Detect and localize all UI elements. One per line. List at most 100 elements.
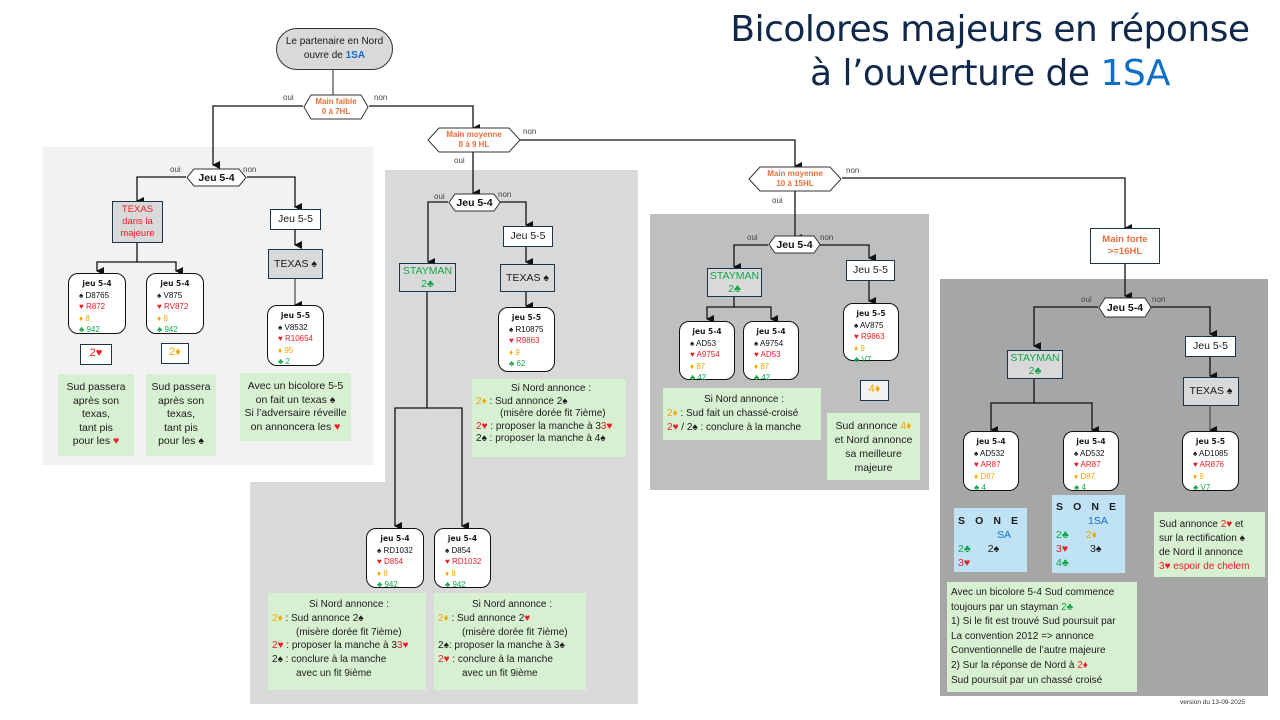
hand-clubs: ♣ V7 — [1183, 482, 1238, 494]
note-line: sur la rectification ♠ — [1159, 532, 1265, 546]
note-text: pour les — [158, 435, 199, 448]
decision-jeu54-label: Jeu 5-4 — [776, 238, 813, 251]
hand-clubs: ♣ 42 — [744, 372, 798, 384]
bid-2-diamonds: 2♦ — [1077, 659, 1088, 671]
diamonds-cards: 8 — [85, 313, 90, 323]
hearts-cards: AR87 — [980, 460, 1001, 469]
hand-title: jeu 5-5 — [280, 311, 311, 320]
note-line: texas, — [81, 408, 110, 421]
club-icon: ♣ — [445, 580, 451, 589]
note-text: : conclure à la manche — [282, 654, 387, 666]
diamonds-cards: 8 — [163, 313, 168, 323]
hand-diamonds: ♦ 8 — [69, 313, 125, 325]
heart-icon: ♥ — [963, 557, 971, 569]
note-line: avec un fit 9ième — [462, 667, 538, 679]
decision-medium2-line-1: Main moyenne — [767, 169, 823, 178]
note-text: / 2 — [678, 422, 693, 433]
hand-hearts: ♥ R872 — [69, 301, 125, 313]
hand-card: jeu 5-4 ♠ V875 ♥ RV872 ♦ 8 ♣ 942 — [146, 273, 204, 334]
version-label: version du 13-09-2025 — [1180, 699, 1246, 706]
heart-icon: ♥ — [334, 420, 341, 433]
diamonds-cards: 87 — [696, 361, 706, 371]
spade-icon: ♠ — [854, 320, 859, 330]
spade-icon: ♠ — [974, 448, 979, 458]
note-line: tant pis — [164, 421, 198, 434]
spade-icon: ♠ — [1226, 385, 1233, 397]
bid-2-diamonds: 2♦ — [667, 408, 678, 419]
heart-icon: ♥ — [974, 460, 979, 469]
hand-hearts: ♥ RD1032 — [435, 556, 490, 568]
label-yes: oui — [454, 156, 465, 165]
club-icon: ♣ — [79, 325, 85, 334]
decision-jeu-54-medium1: Jeu 5-4 — [448, 193, 501, 212]
spades-cards: AV875 — [860, 320, 884, 330]
hand-spades: ♠ A9754 — [744, 338, 798, 350]
title-line-1: Bicolores majeurs en réponse — [730, 9, 1250, 50]
diamond-icon: ♦ — [278, 345, 283, 355]
strong-line-1: Main forte — [1102, 234, 1148, 245]
bid-level: 4 — [1056, 557, 1062, 569]
heart-icon: ♥ — [524, 612, 531, 624]
stayman-label: STAYMAN — [402, 264, 453, 277]
spades-cards: AD532 — [1080, 448, 1105, 458]
bid-2-hearts: 2♥ — [272, 640, 284, 652]
bid-4-diamonds: 4♦ — [900, 419, 912, 432]
heart-icon: ♥ — [278, 334, 283, 343]
stayman-bid: 2♣ — [1029, 365, 1042, 378]
hand-title: jeu 5-5 — [856, 309, 886, 318]
diamond-icon: ♦ — [854, 343, 859, 353]
diamonds-cards: 9 — [1199, 471, 1204, 481]
club-icon: ♣ — [690, 373, 696, 382]
note-line: texas, — [166, 408, 195, 421]
hand-card: jeu 5-5 ♠ V8532 ♥ R10654 ♦ 95 ♣ 2 — [267, 305, 324, 366]
hand-clubs: ♣ 942 — [367, 579, 423, 591]
diamond-icon: ♦ — [974, 471, 979, 481]
note-line: (misère dorée fit 7ième) — [500, 408, 606, 419]
diamonds-cards: 8 — [451, 568, 456, 578]
spade-icon: ♠ — [198, 435, 204, 448]
club-icon: ♣ — [754, 373, 760, 382]
diamond-icon: ♦ — [1074, 471, 1079, 481]
note-line: majeure — [854, 461, 893, 474]
note-text: Sud annonce — [1159, 519, 1221, 530]
hearts-cards: AD53 — [760, 350, 781, 359]
bid-2-hearts: 2♥ — [667, 422, 679, 433]
sequence-row: 2♣2♦ — [1056, 528, 1125, 542]
diamonds-cards: D87 — [980, 471, 996, 481]
note-line: pour les ♠ — [146, 435, 216, 449]
spade-icon: ♠ — [1193, 448, 1198, 458]
note-line: 2♥ / 2♠ : conclure à la manche — [667, 421, 821, 435]
diamond-icon: ♦ — [157, 313, 162, 323]
hand-diamonds: ♦ 87 — [744, 361, 798, 373]
diamond-icon: ♦ — [1091, 529, 1097, 541]
club-icon: ♣ — [733, 282, 741, 295]
title-accent: 1SA — [1100, 53, 1171, 94]
hand-clubs: ♣ 2 — [268, 356, 323, 368]
label-no: non — [523, 127, 537, 136]
hand-hearts: ♥ AR87 — [1064, 459, 1118, 471]
hand-card: jeu 5-5 ♠ AD1085 ♥ AR876 ♦ 9 ♣ V7 — [1182, 431, 1239, 494]
heart-icon: ♥ — [481, 420, 488, 432]
note-box: Si Nord annonce : 2♦ : Sud fait un chass… — [663, 388, 821, 440]
hand-title: jeu 5-4 — [692, 327, 722, 336]
hand-diamonds: ♦ 9 — [1183, 471, 1238, 483]
spade-icon: ♠ — [543, 271, 549, 284]
hand-diamonds: ♦ 8 — [367, 568, 423, 580]
hearts-cards: R9863 — [860, 332, 885, 341]
hand-diamonds: ♦ D87 — [1064, 471, 1118, 483]
label-no: non — [498, 190, 512, 199]
hearts-cards: A9754 — [696, 350, 720, 359]
note-text: : conclure à la manche — [449, 654, 553, 666]
heart-icon: ♥ — [1193, 460, 1198, 469]
diamonds-cards: 9 — [860, 343, 865, 353]
hand-title: jeu 5-4 — [447, 534, 478, 543]
club-icon: ♣ — [974, 483, 980, 492]
spade-icon: ♠ — [481, 433, 487, 444]
decision-jeu-54-weak: Jeu 5-4 — [186, 168, 247, 187]
spades-cards: R10875 — [515, 324, 544, 334]
hearts-cards: R10654 — [284, 334, 314, 343]
club-icon: ♣ — [157, 325, 163, 334]
spades-cards: V875 — [163, 290, 183, 300]
hearts-cards: RD1032 — [451, 557, 482, 566]
